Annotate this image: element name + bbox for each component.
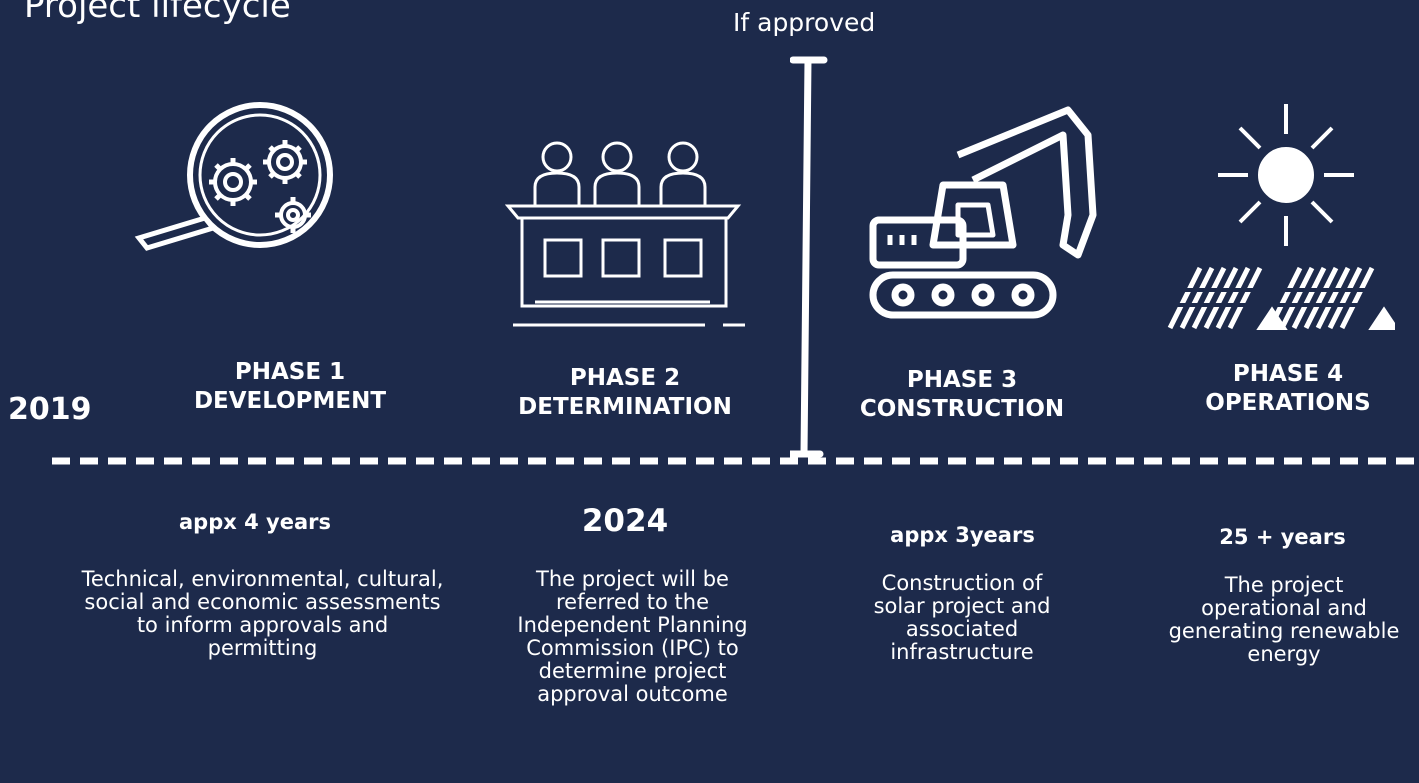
phase-4-duration: 25 + years [1219,525,1346,549]
phase-1-title: PHASE 1 DEVELOPMENT [160,358,420,416]
start-year: 2019 [8,392,92,427]
phase-3-title: PHASE 3 CONSTRUCTION [832,366,1092,424]
excavator-icon [858,95,1108,330]
phase-2-year: 2024 [581,503,669,539]
phase-3-number: PHASE 3 [906,367,1018,393]
phase-4-title: PHASE 4 OPERATIONS [1168,360,1408,418]
timeline-dashed-line [52,457,1419,465]
phase-2-name: DETERMINATION [518,394,732,420]
magnifier-gears-icon [125,100,355,260]
phase-2-title: PHASE 2 DETERMINATION [495,364,755,422]
phase-4-number: PHASE 4 [1232,361,1344,387]
phase-1-number: PHASE 1 [234,359,346,385]
phase-1-duration: appx 4 years [179,510,331,534]
sun-solar-panels-icon [1160,100,1395,335]
phase-1-name: DEVELOPMENT [193,388,387,414]
phase-3-duration: appx 3years [890,523,1035,547]
approval-marker-line [790,56,828,458]
phase-4-name: OPERATIONS [1205,390,1371,416]
phase-3-description: Construction of solar project and associ… [873,571,1051,664]
approval-marker-label: If approved [733,8,876,37]
phase-4-description: The project operational and generating r… [1168,573,1400,666]
phase-2-number: PHASE 2 [569,365,681,391]
panel-commission-icon [505,140,755,335]
phase-3-name: CONSTRUCTION [859,396,1065,422]
page-title: Project lifecycle [24,0,291,26]
phase-2-description: The project will be referred to the Inde… [517,567,748,706]
phase-1-description: Technical, environmental, cultural, soci… [81,567,444,660]
